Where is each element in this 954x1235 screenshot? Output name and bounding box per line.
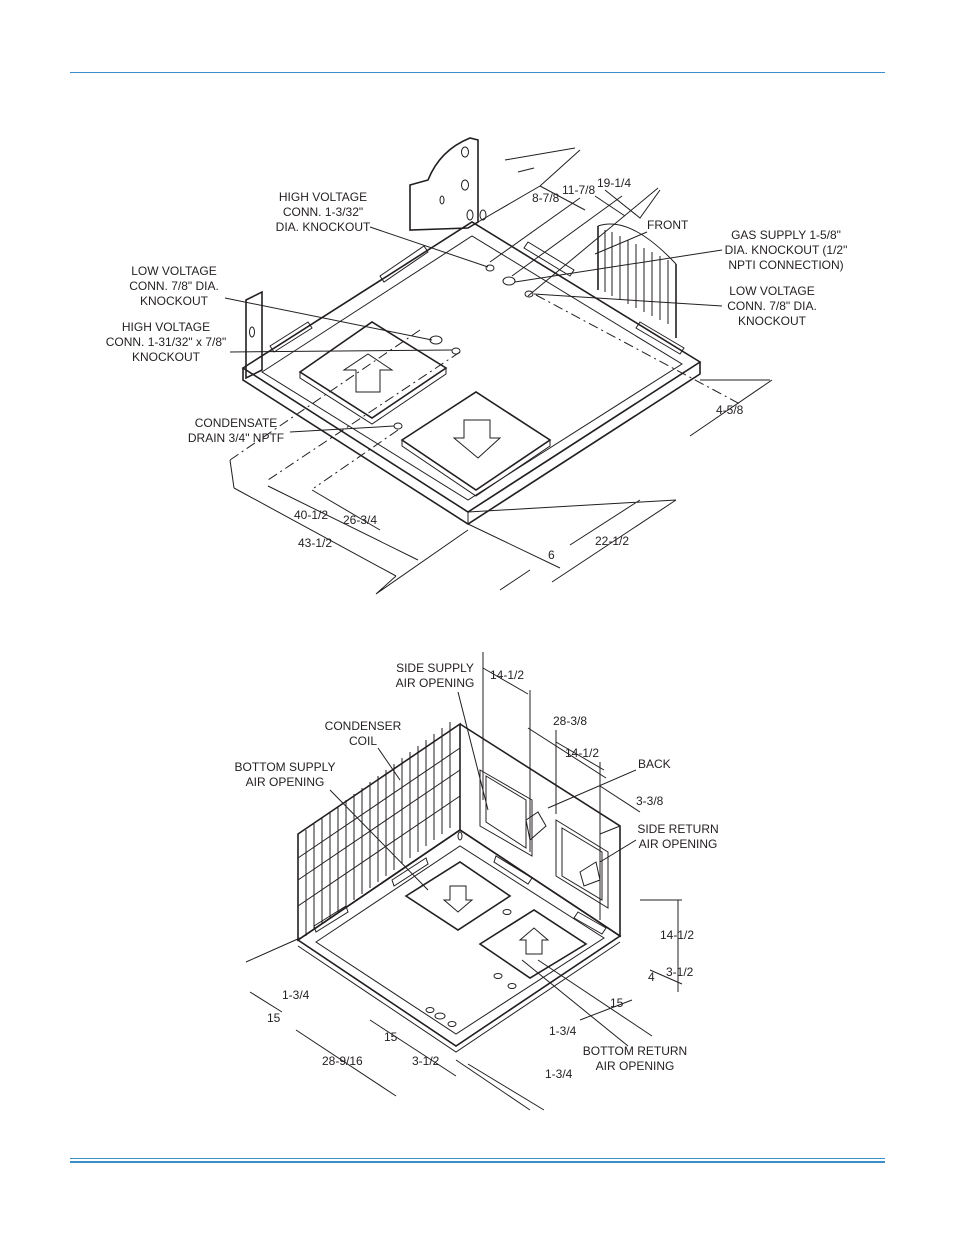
- dim-3-1-2-b: 3-1/2: [412, 1054, 440, 1068]
- dim-28-3-8: 28-3/8: [553, 714, 588, 728]
- dim-26-3-4: 26-3/4: [343, 513, 378, 527]
- label-bottom-supply: BOTTOM SUPPLY AIR OPENING: [234, 760, 336, 789]
- dim-15-a: 15: [610, 996, 624, 1010]
- label-condensate-drain: CONDENSATE DRAIN 3/4" NPTF: [187, 416, 285, 445]
- label-high-voltage-conn-1: HIGH VOLTAGE CONN. 1-3/32" DIA. KNOCKOUT: [275, 190, 371, 234]
- dim-28-9-16: 28-9/16: [322, 1054, 363, 1068]
- top-leaders: [224, 226, 723, 433]
- dim-22-1-2: 22-1/2: [595, 534, 630, 548]
- label-high-voltage-conn-2: HIGH VOLTAGE CONN. 1-31/32" x 7/8" KNOCK…: [105, 320, 227, 364]
- bottom-dimension-lines: [245, 652, 683, 1111]
- dim-40-1-2: 40-1/2: [294, 508, 329, 522]
- dim-8-7-8: 8-7/8: [532, 191, 560, 205]
- bottom-unit-drawing: [296, 722, 622, 1053]
- dim-1-3-4-a: 1-3/4: [282, 988, 310, 1002]
- label-front: FRONT: [647, 218, 689, 232]
- dim-14-1-2-c: 14-1/2: [660, 928, 695, 942]
- label-low-voltage-conn-2: LOW VOLTAGE CONN. 7/8" DIA. KNOCKOUT: [727, 284, 817, 328]
- dim-4: 4: [648, 970, 655, 984]
- dim-6: 6: [548, 548, 555, 562]
- dim-19-1-4: 19-1/4: [597, 176, 632, 190]
- label-low-voltage-conn-1: LOW VOLTAGE CONN. 7/8" DIA. KNOCKOUT: [129, 264, 219, 308]
- dim-1-3-4-c: 1-3/4: [545, 1067, 573, 1081]
- dim-3-3-8: 3-3/8: [636, 794, 664, 808]
- dim-1-3-4-b: 1-3/4: [549, 1024, 577, 1038]
- label-side-return: SIDE RETURN AIR OPENING: [637, 822, 719, 851]
- label-back: BACK: [638, 757, 671, 771]
- dim-43-1-2: 43-1/2: [298, 536, 333, 550]
- label-gas-supply: GAS SUPPLY 1-5/8" DIA. KNOCKOUT (1/2" NP…: [724, 228, 848, 272]
- dim-4-5-8: 4-5/8: [716, 403, 744, 417]
- top-dimension-lines: [229, 147, 773, 595]
- label-side-supply: SIDE SUPPLY AIR OPENING: [395, 661, 475, 690]
- dim-15-c: 15: [384, 1030, 398, 1044]
- header-rule: [70, 72, 885, 73]
- label-bottom-return: BOTTOM RETURN AIR OPENING: [582, 1044, 688, 1073]
- dim-14-1-2-b: 14-1/2: [565, 746, 600, 760]
- dim-3-1-2-a: 3-1/2: [666, 965, 694, 979]
- label-condenser-coil: CONDENSER COIL: [324, 719, 402, 748]
- top-unit-drawing: [241, 137, 702, 525]
- dim-14-1-2-a: 14-1/2: [490, 668, 525, 682]
- footer-rule-thick: [70, 1161, 885, 1163]
- dim-15-b: 15: [267, 1011, 281, 1025]
- footer-rule-thin: [70, 1158, 885, 1159]
- dim-11-7-8: 11-7/8: [562, 183, 596, 197]
